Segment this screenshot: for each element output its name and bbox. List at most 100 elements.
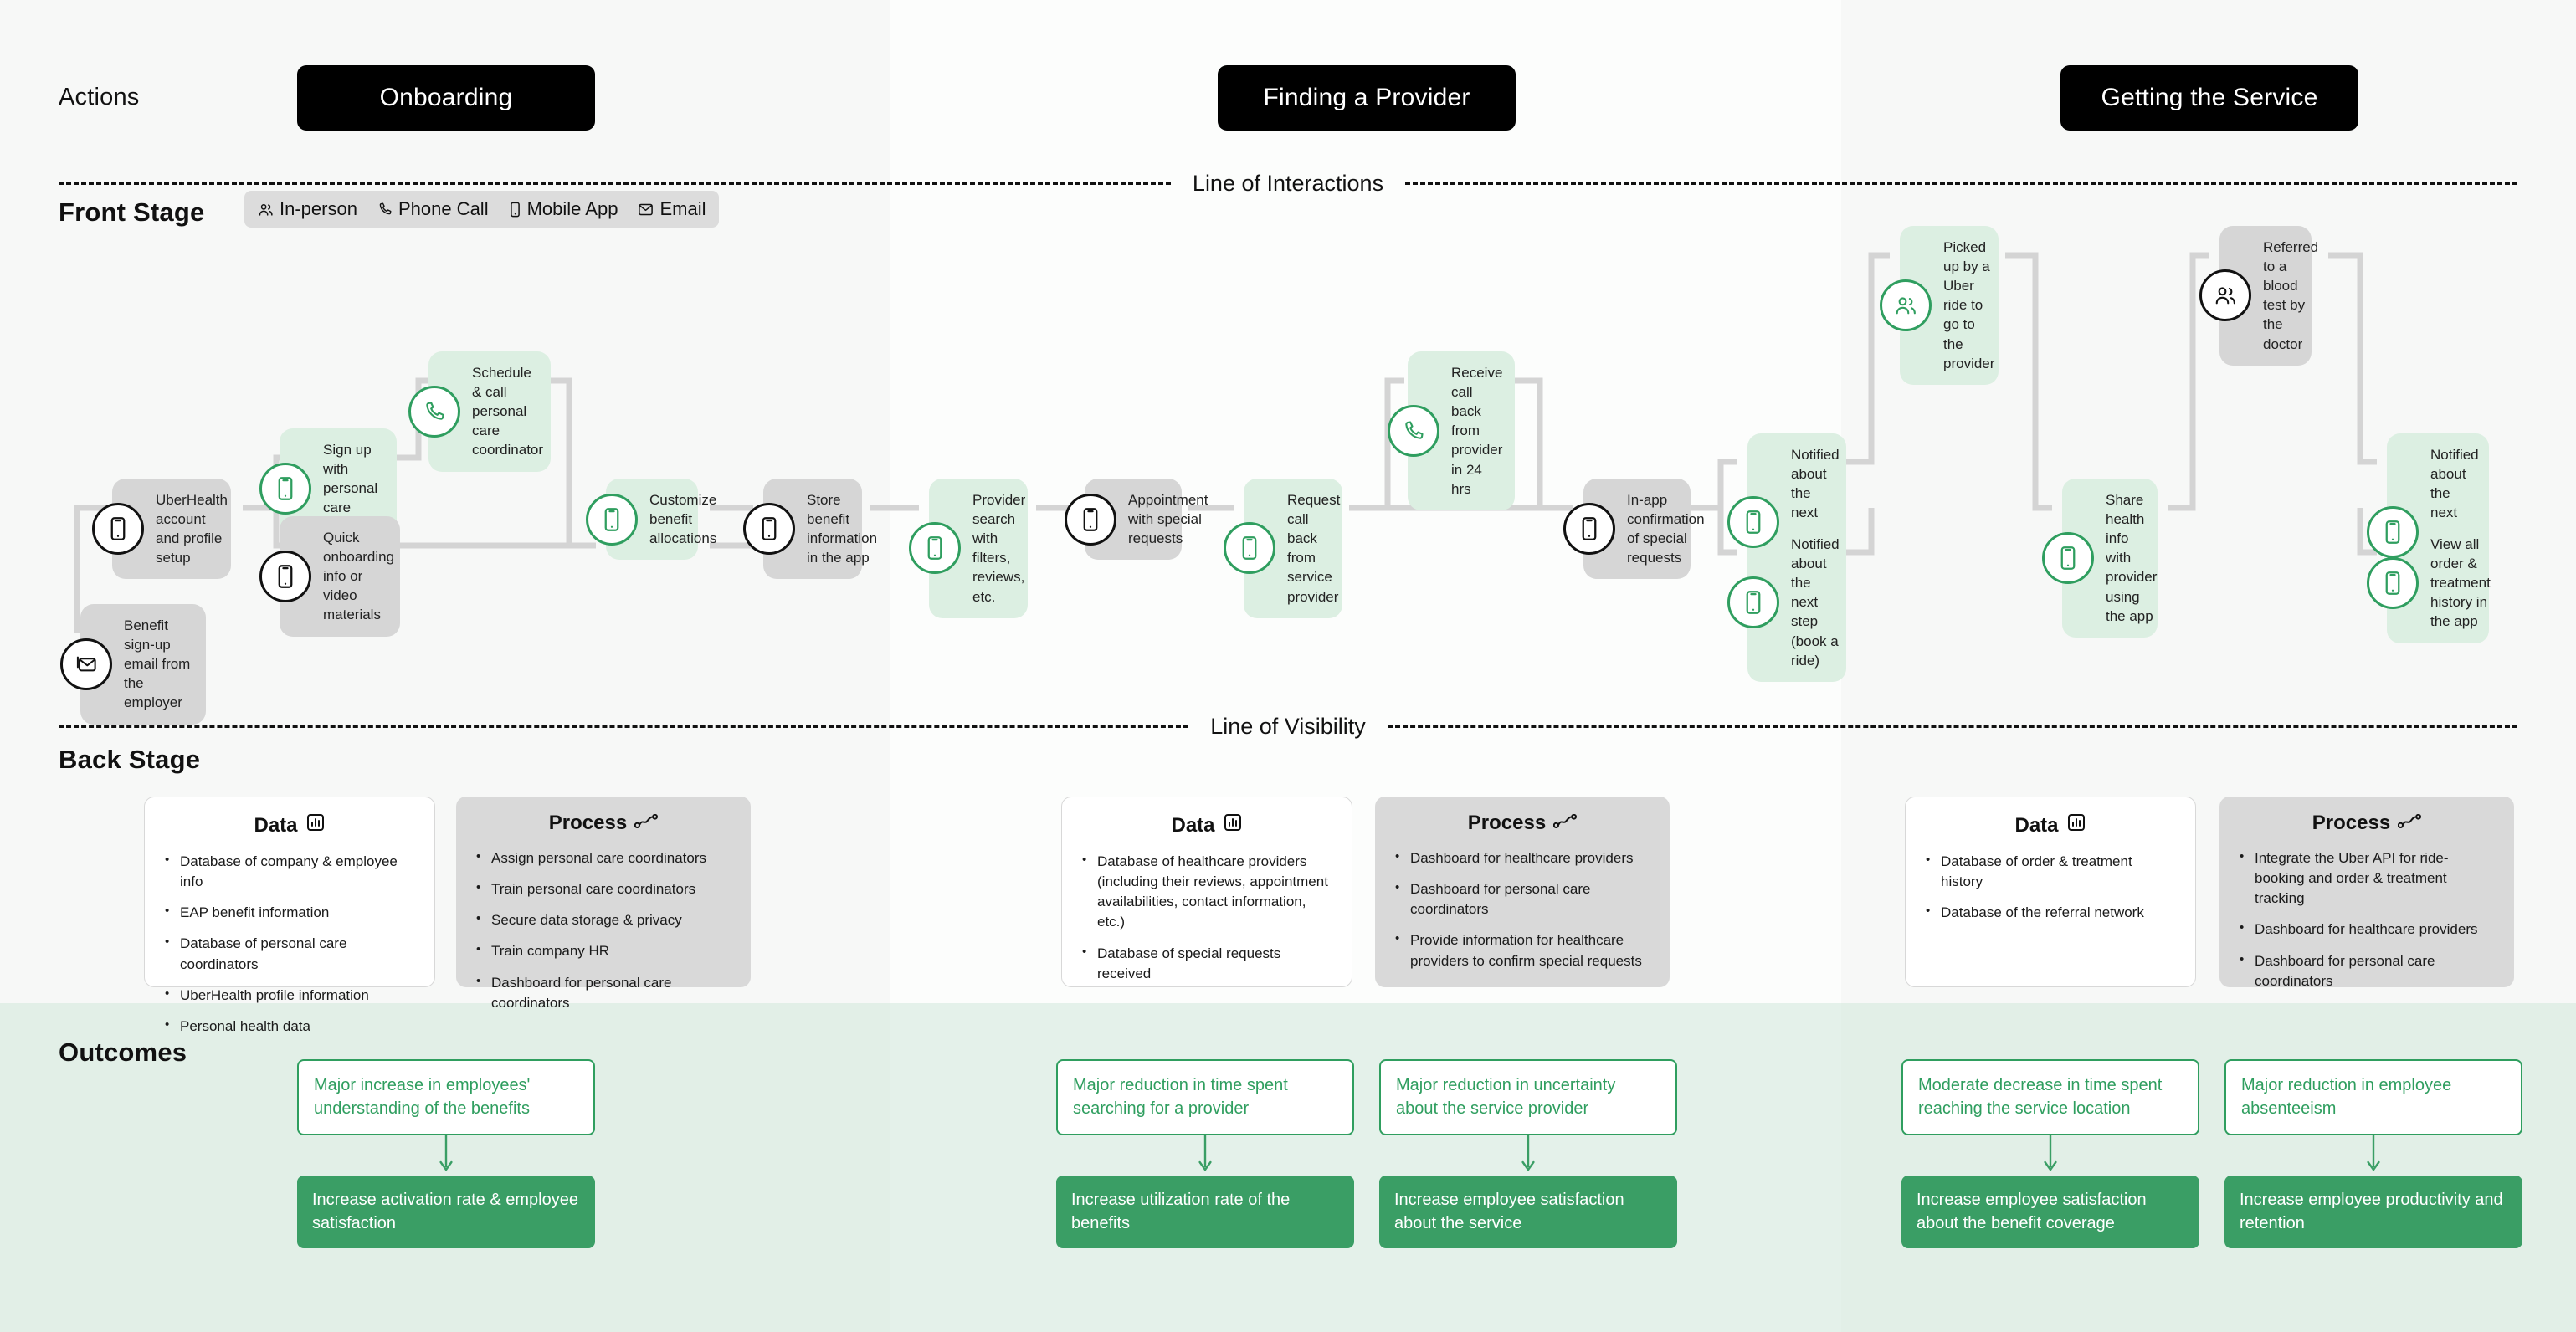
flow-line-icon [2398, 812, 2422, 835]
outcome-insight: Major increase in employees' understandi… [297, 1059, 595, 1135]
list-item: UberHealth profile information [163, 985, 416, 1006]
front-stage-node[interactable]: Notified about the next step (book a rid… [1727, 523, 1846, 682]
list-item: Database of healthcare providers (includ… [1080, 851, 1333, 933]
outcomes-band-middle-tint [890, 1003, 1841, 1332]
outcome-result: Increase utilization rate of the benefit… [1056, 1175, 1354, 1248]
backstage-card-title: Process [475, 812, 732, 835]
front-stage-node[interactable]: Customize benefit allocations [586, 479, 716, 561]
front-stage-node[interactable]: UberHealth account and profile setup [92, 479, 231, 580]
mobile-icon [259, 550, 311, 602]
outcome-insight: Moderate decrease in time spent reaching… [1901, 1059, 2199, 1135]
channel-in-person[interactable]: In-person [258, 198, 357, 220]
channel-label: Mobile App [526, 198, 618, 219]
channel-label: In-person [280, 198, 357, 219]
front-stage-node[interactable]: In-app confirmation of special requests [1563, 479, 1705, 580]
outcome-group-5: Major reduction in employee absenteeism … [2224, 1059, 2522, 1248]
front-stage-node[interactable]: Quick onboarding info or video materials [259, 516, 400, 637]
backstage-data-card-1: Data Database of company & employee info… [144, 797, 435, 1034]
front-stage-node[interactable]: Appointment with special requests [1065, 479, 1208, 561]
backstage-data-list: Database of healthcare providers (includ… [1080, 851, 1333, 984]
backstage-card-title: Data [163, 812, 416, 838]
backstage-process-list: Assign personal care coordinators Train … [475, 848, 732, 1013]
stage-pill-getting-service[interactable]: Getting the Service [2060, 65, 2358, 131]
outcome-group-4: Moderate decrease in time spent reaching… [1901, 1059, 2199, 1248]
phone-icon [377, 202, 393, 217]
mobile-icon [1224, 522, 1275, 575]
list-item: Database of the referral network [1924, 902, 2177, 923]
outcome-insight: Major reduction in employee absenteeism [2224, 1059, 2522, 1135]
mobile-icon [909, 522, 961, 575]
outcome-insight: Major reduction in time spent searching … [1056, 1059, 1354, 1135]
backstage-data-list: Database of company & employee info EAP … [163, 851, 416, 1037]
mobile-icon [1065, 493, 1116, 546]
arrow-down-icon [297, 1135, 595, 1176]
list-item: Dashboard for personal care coordinators [475, 971, 732, 1013]
row-label-front-stage: Front Stage [59, 197, 205, 227]
list-item: Database of company & employee info [163, 851, 416, 892]
line-of-interactions: Line of Interactions [59, 171, 2517, 197]
outcome-result: Increase employee satisfaction about the… [1901, 1175, 2199, 1248]
backstage-process-card-1: Process Assign personal care coordinator… [456, 797, 751, 1011]
list-item: Database of order & treatment history [1924, 851, 2177, 892]
list-item: Provide information for healthcare provi… [1393, 930, 1651, 971]
list-item: Database of personal care coordinators [163, 933, 416, 974]
list-item: Dashboard for personal care coordinators [1393, 879, 1651, 920]
front-stage-node-label: Store benefit information in the app [763, 479, 877, 580]
people-icon [1880, 279, 1932, 331]
flow-line-icon [1553, 812, 1578, 835]
backstage-data-list: Database of order & treatment history Da… [1924, 851, 2177, 923]
front-stage-node[interactable]: Picked up by a Uber ride to go to the pr… [1880, 226, 1999, 385]
envelope-icon [60, 638, 112, 690]
mobile-icon [1727, 496, 1779, 549]
backstage-card-title: Data [1080, 812, 1333, 838]
list-item: Train company HR [475, 940, 732, 961]
front-stage-node[interactable]: Receive call back from provider in 24 hr… [1388, 351, 1515, 510]
backstage-process-card-2: Process Dashboard for healthcare provide… [1375, 797, 1670, 987]
list-item: EAP benefit information [163, 902, 416, 923]
channel-label: Phone Call [398, 198, 489, 219]
row-label-outcomes: Outcomes [59, 1037, 187, 1067]
bar-chart-icon [305, 812, 326, 838]
arrow-down-icon [1056, 1135, 1354, 1176]
outcome-group-2: Major reduction in time spent searching … [1056, 1059, 1354, 1248]
front-stage-node[interactable]: Request call back from service provider [1224, 479, 1342, 618]
outcome-group-3: Major reduction in uncertainty about the… [1379, 1059, 1677, 1248]
channel-mobile-app[interactable]: Mobile App [509, 198, 618, 220]
outcome-result: Increase activation rate & employee sati… [297, 1175, 595, 1248]
backstage-data-card-2: Data Database of healthcare providers (i… [1061, 797, 1352, 987]
bar-chart-icon [2066, 812, 2086, 838]
stage-pill-finding-provider[interactable]: Finding a Provider [1218, 65, 1516, 131]
flow-line-icon [634, 812, 659, 835]
dashed-rule-left [59, 182, 1171, 185]
mobile-icon [2042, 531, 2094, 584]
mobile-icon [92, 503, 144, 556]
front-stage-node-label: Share health info with provider using th… [2062, 479, 2158, 638]
outcome-insight: Major reduction in uncertainty about the… [1379, 1059, 1677, 1135]
people-icon [258, 202, 274, 218]
mobile-icon [1563, 503, 1615, 556]
bar-chart-icon [1223, 812, 1243, 838]
backstage-process-list: Dashboard for healthcare providers Dashb… [1393, 848, 1651, 971]
channel-phone-call[interactable]: Phone Call [377, 198, 489, 220]
backstage-data-card-3: Data Database of order & treatment histo… [1905, 797, 2196, 987]
channel-email[interactable]: Email [638, 198, 706, 220]
mobile-icon [1727, 576, 1779, 628]
mobile-icon [586, 493, 638, 546]
front-stage-node[interactable]: Schedule & call personal care coordinato… [408, 351, 551, 472]
front-stage-node[interactable]: Provider search with filters, reviews, e… [909, 479, 1028, 618]
list-item: Database of special requests received [1080, 942, 1333, 984]
list-item: Integrate the Uber API for ride-booking … [2238, 848, 2496, 909]
front-stage-node[interactable]: Store benefit information in the app [743, 479, 877, 580]
dashed-rule-left [59, 725, 1189, 728]
front-stage-node[interactable]: Referred to a blood test by the doctor [2199, 226, 2318, 366]
arrow-down-icon [1379, 1135, 1677, 1176]
outcome-result: Increase employee productivity and reten… [2224, 1175, 2522, 1248]
front-stage-node[interactable]: Benefit sign-up email from the employer [60, 604, 206, 725]
row-label-back-stage: Back Stage [59, 745, 201, 774]
front-stage-node[interactable]: Share health info with provider using th… [2042, 479, 2158, 638]
phone-icon [1388, 404, 1439, 457]
stage-pill-onboarding[interactable]: Onboarding [297, 65, 595, 131]
line-of-visibility-label: Line of Visibility [1210, 714, 1366, 739]
outcome-result: Increase employee satisfaction about the… [1379, 1175, 1677, 1248]
list-item: Dashboard for healthcare providers [2238, 919, 2496, 940]
